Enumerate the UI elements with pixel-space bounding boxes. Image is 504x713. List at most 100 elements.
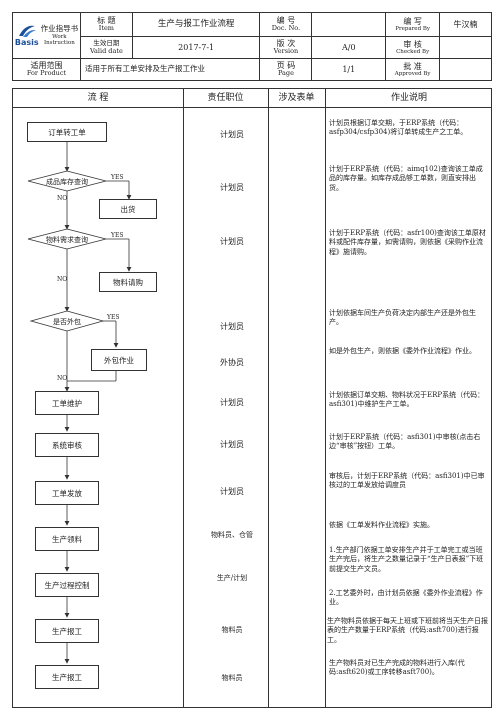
prepared-label: 编 写 bbox=[403, 16, 422, 26]
role-10: 生产/计划 bbox=[216, 574, 248, 582]
desc-1: 计划员根据订单交期，于ERP系统（代码：asfp304/csfp304)将订单转… bbox=[329, 119, 468, 137]
checked-label: 审 核 bbox=[403, 39, 422, 49]
desc-3: 计划于ERP系统（代码：asfr100)查询该工单原材料或配件库存量，如需请购，… bbox=[329, 229, 486, 256]
doc-type-cell: Basis 作业指导书 Work Instruction bbox=[12, 12, 81, 59]
checked-value bbox=[439, 36, 492, 59]
node-outsource-work: 外包作业 bbox=[91, 349, 147, 371]
desc-2: 计划于ERP系统（代码：aimq102)查询该工单成品的库存量。如库存成品够工单… bbox=[329, 165, 483, 192]
role-6: 计划员 bbox=[220, 398, 244, 407]
version-label: 版 次 bbox=[276, 39, 296, 49]
page-label-en: Page bbox=[277, 69, 294, 78]
scope-value: 适用于所有工单安排及生产报工作业 bbox=[79, 58, 261, 81]
node-stock-query: 成品库存查询 bbox=[46, 178, 88, 186]
desc-13: 生产物料员对已生产完成的物料进行入库(代码:asft620)或工序转移asft7… bbox=[329, 659, 465, 677]
process-table: 流 程 责任职位 涉及表单 作业说明 bbox=[12, 88, 492, 708]
label-yes-2: YES bbox=[111, 232, 124, 239]
docno-label-en: Doc. No. bbox=[271, 24, 301, 33]
role-8: 计划员 bbox=[220, 487, 244, 496]
desc-12: 生产物料员依据于每天上班或下班前将当天生产日报表的生产数量于ERP系统（代码:a… bbox=[327, 617, 488, 644]
role-9: 物料员、仓管 bbox=[211, 531, 253, 539]
col-head-description: 作业说明 bbox=[390, 93, 427, 103]
approved-value bbox=[439, 58, 492, 81]
col-head-process: 流 程 bbox=[87, 93, 109, 103]
label-yes-1: YES bbox=[111, 174, 124, 181]
valid-label-en: Valid date bbox=[89, 46, 123, 55]
logo-mark-icon bbox=[18, 25, 36, 37]
checked-label-en: Checked By bbox=[396, 48, 430, 55]
node-material-issue: 生产领料 bbox=[35, 527, 99, 551]
node-production-report-1: 生产报工 bbox=[35, 619, 99, 643]
desc-11: 2.工艺委外时，由计划员依据《委外作业流程》作业。 bbox=[329, 589, 483, 607]
approved-label-en: Approved By bbox=[394, 70, 431, 77]
label-yes-3: YES bbox=[107, 314, 120, 321]
title-label: 标 题 bbox=[97, 16, 116, 26]
docno-value bbox=[311, 12, 387, 37]
decision-material bbox=[27, 228, 107, 250]
version-value: A/0 bbox=[311, 36, 387, 59]
node-outsource-decision: 是否外包 bbox=[53, 318, 81, 326]
prepared-label-en: Prepared By bbox=[395, 25, 430, 32]
desc-4: 计划依据车间生产负荷决定内部生产还是外包生产。 bbox=[329, 309, 476, 327]
col-divider-2 bbox=[268, 89, 269, 707]
role-12: 物料员 bbox=[221, 674, 243, 682]
role-4: 计划员 bbox=[220, 322, 244, 331]
col-head-role: 责任职位 bbox=[207, 93, 244, 103]
col-head-forms: 涉及表单 bbox=[278, 93, 315, 103]
title-value: 生产与报工作业流程 bbox=[131, 12, 261, 37]
desc-10: 1.生产部门依据工单安排生产并于工单完工或当班生产完后，将生产之数量记录于“生产… bbox=[329, 546, 484, 573]
flow-connectors bbox=[27, 142, 132, 664]
desc-9: 依据《工单发料作业流程》实施。 bbox=[329, 521, 434, 529]
scope-label-en: For Product bbox=[26, 69, 67, 78]
col-divider-1 bbox=[183, 89, 184, 707]
role-2: 计划员 bbox=[220, 183, 244, 192]
node-order-to-wo: 订单转工单 bbox=[27, 122, 107, 142]
scope-label: 适用范围 bbox=[30, 61, 63, 71]
version-label-en: Version bbox=[273, 47, 299, 56]
approved-label: 批 准 bbox=[403, 61, 422, 71]
valid-label: 生效日期 bbox=[93, 39, 120, 48]
valid-value: 2017-7-1 bbox=[131, 36, 261, 59]
node-wo-maintenance: 工单维护 bbox=[35, 391, 99, 415]
col-divider-3 bbox=[325, 89, 326, 707]
doc-type-en-2: Instruction bbox=[43, 39, 75, 46]
role-11: 物料员 bbox=[221, 626, 243, 634]
docno-label: 编 号 bbox=[276, 16, 296, 26]
doc-type-en-1: Work bbox=[52, 33, 67, 40]
header-divider bbox=[13, 107, 491, 108]
node-process-control: 生产过程控制 bbox=[35, 573, 99, 597]
page-value: 1/1 bbox=[311, 58, 387, 81]
title-label-en: Item bbox=[98, 24, 114, 33]
node-production-report-2: 生产报工 bbox=[35, 665, 99, 689]
desc-7: 计划于ERP系统（代码：asfi301)中审核(点击右边“审核”按钮）工单。 bbox=[329, 433, 481, 451]
role-1: 计划员 bbox=[220, 130, 244, 139]
node-wo-release: 工单发放 bbox=[35, 481, 99, 505]
label-no-3: NO bbox=[57, 375, 68, 382]
node-purchase-request: 物料请购 bbox=[99, 272, 157, 292]
label-no-2: NO bbox=[57, 276, 68, 283]
role-7: 计划员 bbox=[220, 440, 244, 449]
page-label: 页 码 bbox=[276, 61, 296, 71]
node-material-query: 物料需求查询 bbox=[46, 236, 88, 244]
basis-logo: Basis bbox=[15, 24, 39, 47]
node-shipping: 出货 bbox=[99, 199, 157, 219]
desc-8: 审核后，计划于ERP系统（代码：asfi301)中已审核过的工单发放给调度员 bbox=[329, 472, 485, 490]
prepared-value: 牛汉楠 bbox=[439, 12, 492, 37]
node-system-audit: 系统审核 bbox=[35, 433, 99, 457]
role-3: 计划员 bbox=[220, 237, 244, 246]
logo-text: Basis bbox=[14, 37, 39, 47]
doc-type: 作业指导书 bbox=[40, 23, 79, 33]
decision-stock bbox=[27, 170, 107, 192]
label-no-1: NO bbox=[57, 195, 68, 202]
desc-6: 计划依据订单交期、物料状况于ERP系统（代码：asfi301)中维护生产工单。 bbox=[329, 391, 485, 409]
role-5: 外协员 bbox=[220, 358, 244, 367]
